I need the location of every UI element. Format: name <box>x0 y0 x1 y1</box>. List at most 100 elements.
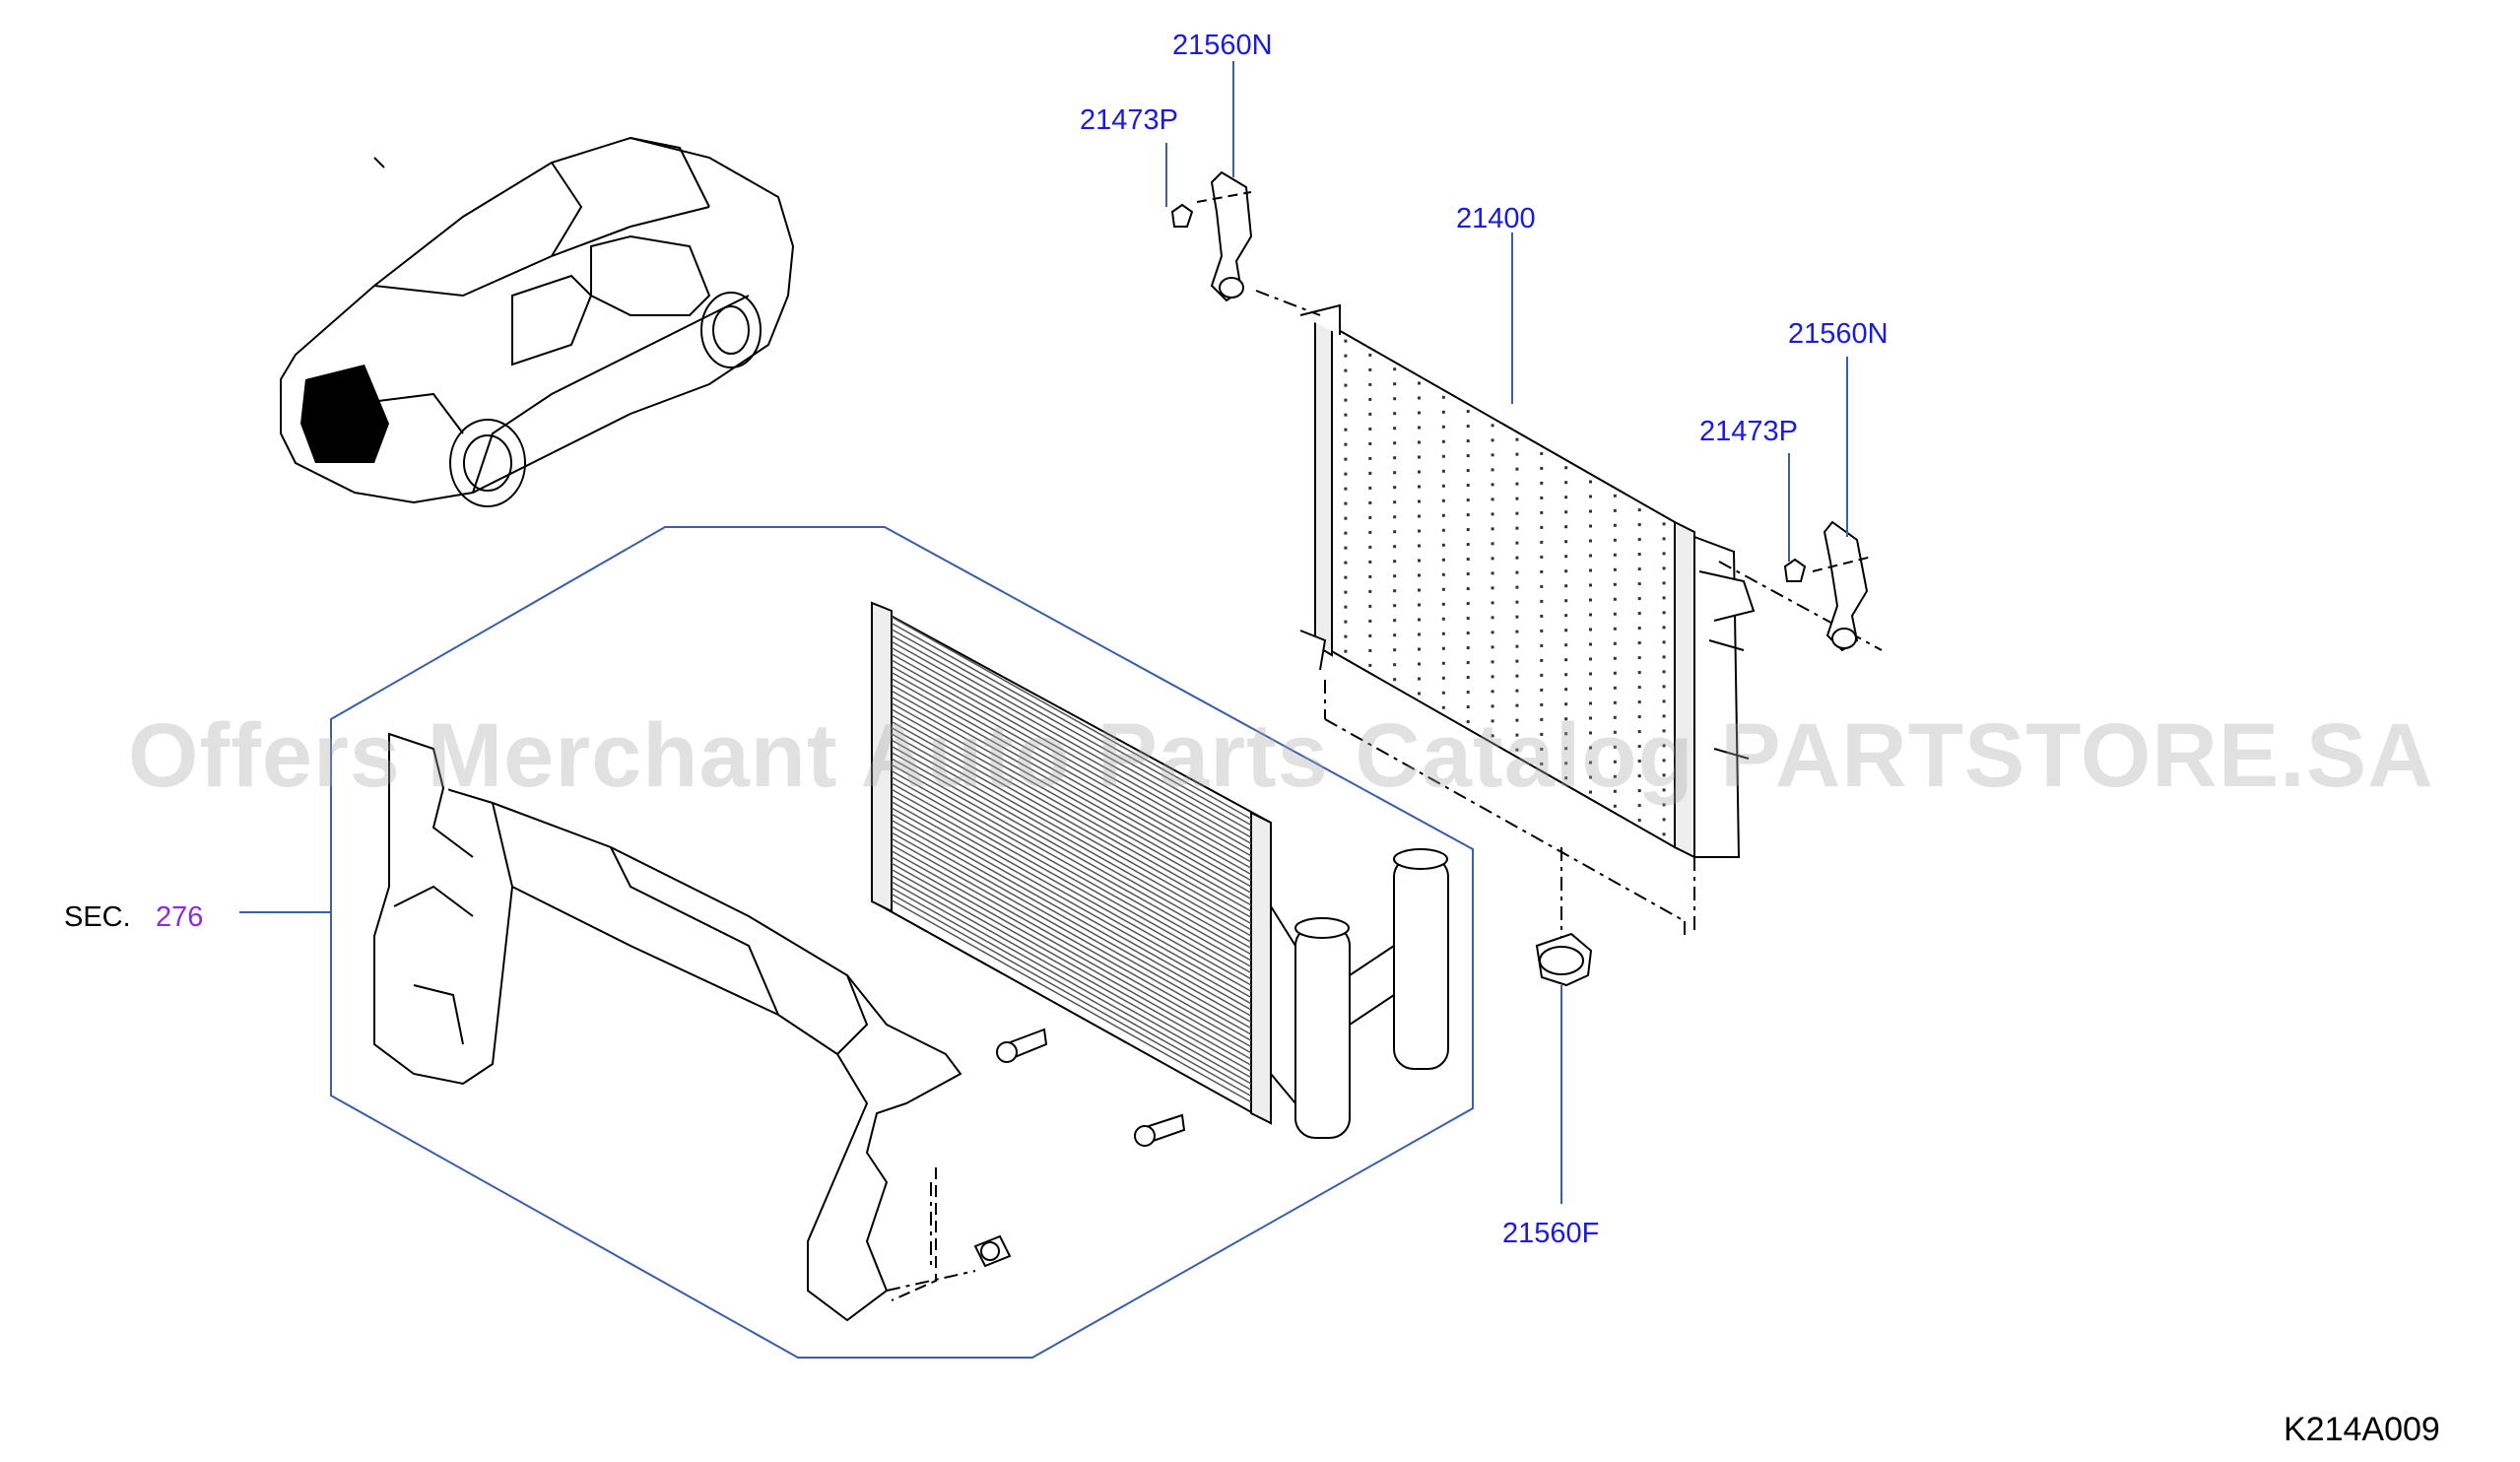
radiator-core-dot <box>1368 530 1372 534</box>
radiator-core-dot <box>1589 598 1592 602</box>
radiator-core-dot <box>1540 717 1544 721</box>
radiator-core-dot <box>1418 381 1421 385</box>
radiator-core-dot <box>1662 566 1666 570</box>
radiator-core-dot <box>1393 515 1397 519</box>
condenser-fin <box>891 826 1252 1030</box>
radiator-core-dot <box>1466 558 1470 562</box>
condenser-fin <box>891 831 1252 1035</box>
condenser-fin <box>891 640 1252 844</box>
radiator-core-dot <box>1637 715 1641 719</box>
condenser-fin <box>891 758 1252 962</box>
car-grille-highlight <box>300 365 389 463</box>
radiator-core-dot <box>1613 508 1617 512</box>
condenser-fin <box>891 764 1252 967</box>
section-prefix: SEC. <box>64 901 131 933</box>
radiator-core-dot <box>1466 498 1470 502</box>
condenser-fin <box>891 745 1252 950</box>
part-label-21473P-top[interactable]: 21473P <box>1080 104 1178 136</box>
radiator-core-dot <box>1613 627 1617 631</box>
section-link-276[interactable]: 276 <box>156 901 204 933</box>
car-thumbnail <box>280 136 795 507</box>
radiator-core-dot <box>1564 569 1568 573</box>
radiator-core-dot <box>1491 690 1494 694</box>
radiator-core-dot <box>1540 614 1544 618</box>
radiator-core-dot <box>1491 586 1494 590</box>
radiator-core-pattern <box>1344 339 1666 836</box>
radiator-core-dot <box>1515 437 1519 441</box>
radiator-core-dot <box>1491 571 1494 575</box>
radiator-core-dot <box>1441 705 1445 709</box>
part-label-21560F[interactable]: 21560F <box>1502 1218 1600 1249</box>
radiator-core-dot <box>1540 643 1544 647</box>
radiator-core-dot <box>1441 558 1445 562</box>
radiator-core-dot <box>1564 629 1568 632</box>
radiator-core-dot <box>1589 524 1592 528</box>
radiator-core-dot <box>1564 658 1568 662</box>
radiator-core-dot <box>1515 703 1519 707</box>
radiator-core-dot <box>1662 832 1666 836</box>
radiator-core-dot <box>1418 529 1421 533</box>
radiator-core-dot <box>1637 656 1641 660</box>
radiator-core-dot <box>1441 572 1445 576</box>
radiator-core-dot <box>1344 575 1348 579</box>
radiator-core-dot <box>1662 685 1666 689</box>
radiator-core-dot <box>1466 705 1470 709</box>
radiator-core-dot <box>1393 367 1397 371</box>
part-label-21473P-right[interactable]: 21473P <box>1699 416 1798 447</box>
radiator-core-dot <box>1613 671 1617 675</box>
radiator-core-dot <box>1491 719 1494 723</box>
radiator-core-dot <box>1491 645 1494 649</box>
radiator-core-dot <box>1368 604 1372 608</box>
radiator-core-dot <box>1540 658 1544 662</box>
part-label-21560N-right[interactable]: 21560N <box>1788 318 1889 350</box>
part-label-21560N-top[interactable]: 21560N <box>1172 30 1273 61</box>
radiator-core-dot <box>1540 732 1544 736</box>
radiator-core-dot <box>1441 528 1445 532</box>
radiator-core-dot <box>1540 569 1544 573</box>
condenser-fin <box>891 696 1252 900</box>
radiator-core-dot <box>1589 613 1592 617</box>
radiator-core-dot <box>1393 545 1397 549</box>
condenser-fin <box>891 794 1252 999</box>
radiator-core-dot <box>1637 627 1641 631</box>
radiator-core-dot <box>1564 776 1568 780</box>
radiator-core-dot <box>1344 561 1348 565</box>
part-label-21400[interactable]: 21400 <box>1456 203 1536 234</box>
condenser-fin <box>891 856 1252 1060</box>
radiator-core-dot <box>1540 510 1544 514</box>
condenser-fin <box>891 727 1252 931</box>
radiator-core-dot <box>1613 641 1617 645</box>
condenser-fin <box>891 684 1252 888</box>
radiator-core-dot <box>1491 542 1494 546</box>
radiator-core-dot <box>1393 456 1397 460</box>
radiator-core-dot <box>1637 538 1641 542</box>
radiator-core-dot <box>1515 541 1519 545</box>
radiator-core-dot <box>1613 553 1617 557</box>
radiator-core-dot <box>1441 425 1445 429</box>
radiator-core-dot <box>1564 555 1568 559</box>
radiator-core-dot <box>1540 629 1544 632</box>
radiator-core-dot <box>1589 554 1592 558</box>
radiator-core-dot <box>1466 646 1470 650</box>
radiator-core-dot <box>1613 538 1617 542</box>
radiator-core-dot <box>1637 612 1641 616</box>
radiator-core-dot <box>1441 395 1445 399</box>
radiator-core-dot <box>1418 396 1421 400</box>
radiator-core-dot <box>1491 453 1494 457</box>
radiator-core-dot <box>1441 602 1445 606</box>
radiator-core-dot <box>1393 471 1397 475</box>
radiator-core-dot <box>1368 500 1372 504</box>
radiator-core-dot <box>1393 678 1397 682</box>
radiator-core-dot <box>1418 499 1421 503</box>
radiator-core-dot <box>1662 640 1666 644</box>
radiator-core-dot <box>1637 523 1641 527</box>
condenser-fin <box>891 801 1252 1005</box>
radiator-core-dot <box>1393 441 1397 445</box>
radiator-core-dot <box>1368 589 1372 593</box>
radiator-core-dot <box>1466 617 1470 621</box>
radiator-core-dot <box>1589 761 1592 764</box>
radiator-core-dot <box>1393 382 1397 386</box>
right-axis <box>1812 556 1873 572</box>
radiator-core-dot <box>1491 527 1494 531</box>
radiator-core-dot <box>1368 412 1372 416</box>
